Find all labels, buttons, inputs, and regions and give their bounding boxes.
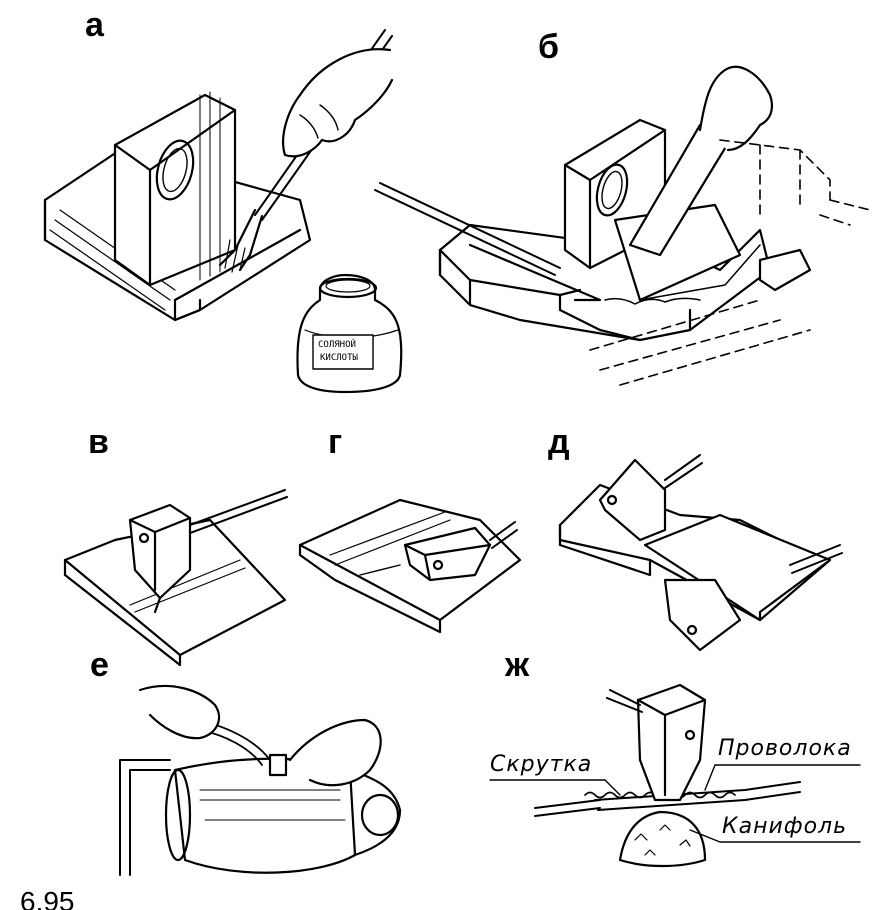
panel-label-d: д <box>548 423 570 461</box>
panel-zh-drawing <box>489 683 861 868</box>
jar-label-line2: КИСЛОТЫ <box>320 353 358 363</box>
panel-e-drawing <box>119 684 402 876</box>
panel-label-b: б <box>538 28 560 66</box>
figure-number: 6.95 <box>20 888 75 910</box>
panel-label-e: е <box>90 646 109 684</box>
jar-label-line1: СОЛЯНОЙ <box>318 340 356 350</box>
panel-g-drawing <box>298 498 522 634</box>
panel-a-drawing <box>43 29 403 394</box>
panel-d-drawing <box>558 454 843 652</box>
panel-label-a: а <box>85 6 104 44</box>
panel-label-zh: ж <box>505 646 530 684</box>
callout-wire: Проволока <box>718 736 852 761</box>
callout-twist: Скрутка <box>490 752 593 777</box>
callout-rosin: Канифоль <box>722 814 848 839</box>
panel-label-v: в <box>88 423 109 461</box>
panel-label-g: г <box>328 423 343 461</box>
panel-v-drawing <box>63 489 288 667</box>
panel-b-drawing <box>374 65 871 386</box>
